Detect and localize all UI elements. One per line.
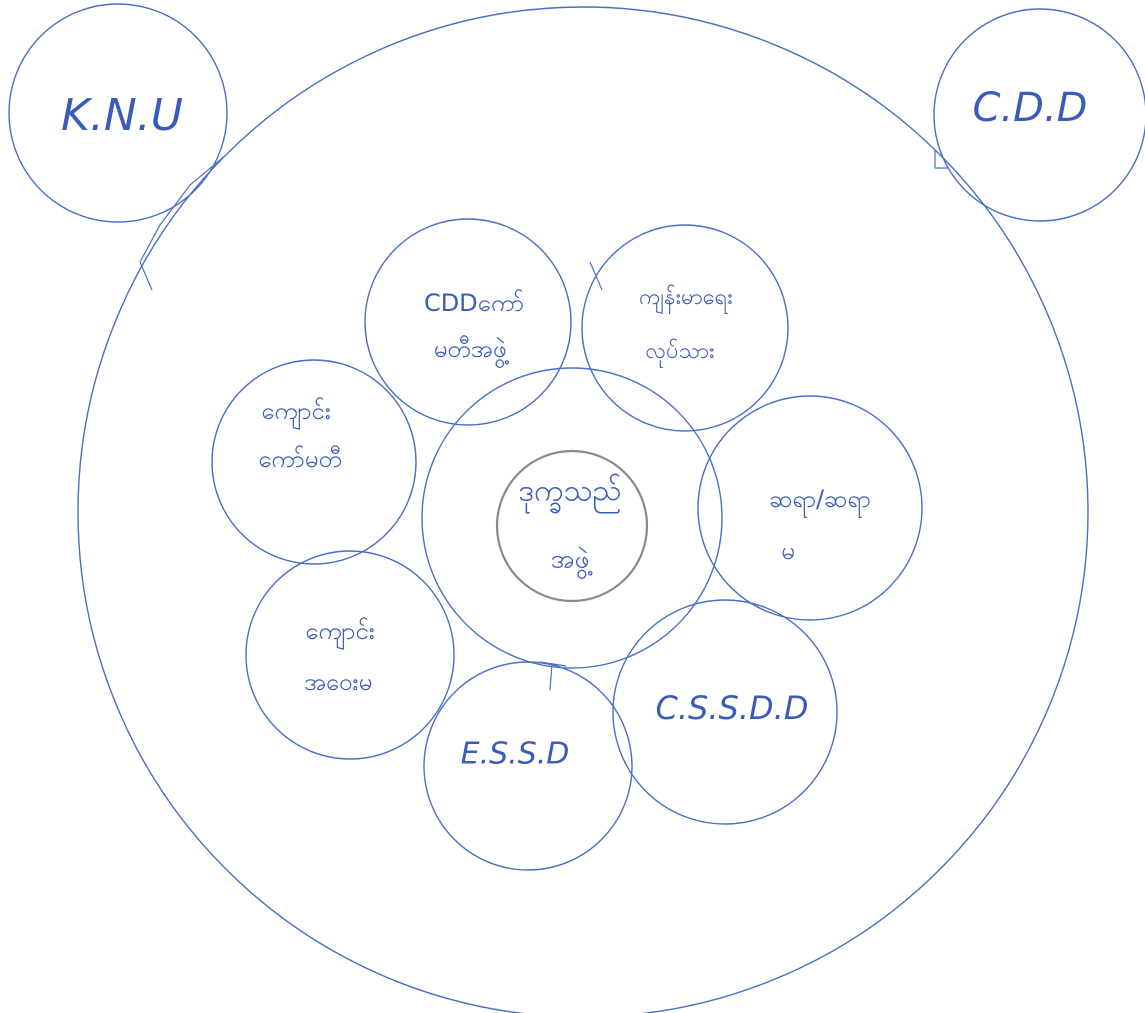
petal-bottom-label: E.S.S.D	[461, 737, 570, 772]
petal-bottom-right-label: C.S.S.D.D	[656, 689, 809, 727]
petal-left-circle	[211, 359, 417, 565]
petal-top-right-circle	[581, 224, 789, 432]
center-label-line2: အဖွဲ့	[551, 545, 593, 580]
petal-right: ဆရာ/ဆရာ မ	[697, 395, 923, 621]
center-node: ဒုက္ခသည် အဖွဲ့	[421, 367, 723, 669]
petal-bottom-right-circle	[612, 599, 838, 825]
petal-top-right-line1: ကျန်းမာရေး	[639, 284, 733, 314]
connector-mark-cdd	[934, 150, 948, 169]
connector-mark-top-right	[589, 261, 603, 291]
node-cdd: C.D.D	[933, 8, 1145, 222]
node-cdd-circle	[933, 8, 1145, 222]
node-knu: K.N.U	[8, 3, 228, 223]
petal-bottom-left-circle	[245, 550, 455, 760]
petal-top-circle	[364, 218, 572, 426]
node-cdd-label: C.D.D	[973, 85, 1088, 131]
node-knu-circle	[8, 3, 228, 223]
petal-bottom-left-line2: အဝေးမ	[304, 668, 372, 696]
petal-left-line1: ကျောင်း	[261, 396, 331, 430]
connector-mark-center-bottom	[539, 661, 567, 691]
petal-bottom-left-line1: ကျောင်း	[305, 616, 375, 650]
petal-top-line2: မတီအဖွဲ့	[434, 334, 509, 369]
outer-boundary-circle	[77, 6, 1089, 1013]
petal-left: ကျောင်း ကော်မတီ	[211, 359, 417, 565]
petal-bottom-right: C.S.S.D.D	[612, 599, 838, 825]
knu-connector-mark	[139, 154, 227, 291]
center-label-line1: ဒုက္ခသည်	[518, 474, 621, 515]
petal-top-right-line2: လုပ်သား	[645, 338, 714, 368]
center-inner-ring	[495, 449, 649, 603]
petal-top: CDDကော် မတီအဖွဲ့	[364, 218, 572, 426]
node-knu-label: K.N.U	[61, 90, 183, 141]
petal-bottom-circle	[423, 661, 633, 871]
petal-bottom: E.S.S.D	[423, 661, 633, 871]
center-outer-ring	[421, 367, 723, 669]
petal-top-line1: CDDကော်	[424, 288, 524, 317]
petal-bottom-left: ကျောင်း အဝေးမ	[245, 550, 455, 760]
petal-right-line1: ဆရာ/ဆရာ	[769, 485, 871, 518]
petal-left-line2: ကော်မတီ	[258, 444, 341, 473]
petal-right-circle	[697, 395, 923, 621]
petal-top-right: ကျန်းမာရေး လုပ်သား	[581, 224, 789, 432]
petal-right-line2: မ	[781, 537, 795, 565]
